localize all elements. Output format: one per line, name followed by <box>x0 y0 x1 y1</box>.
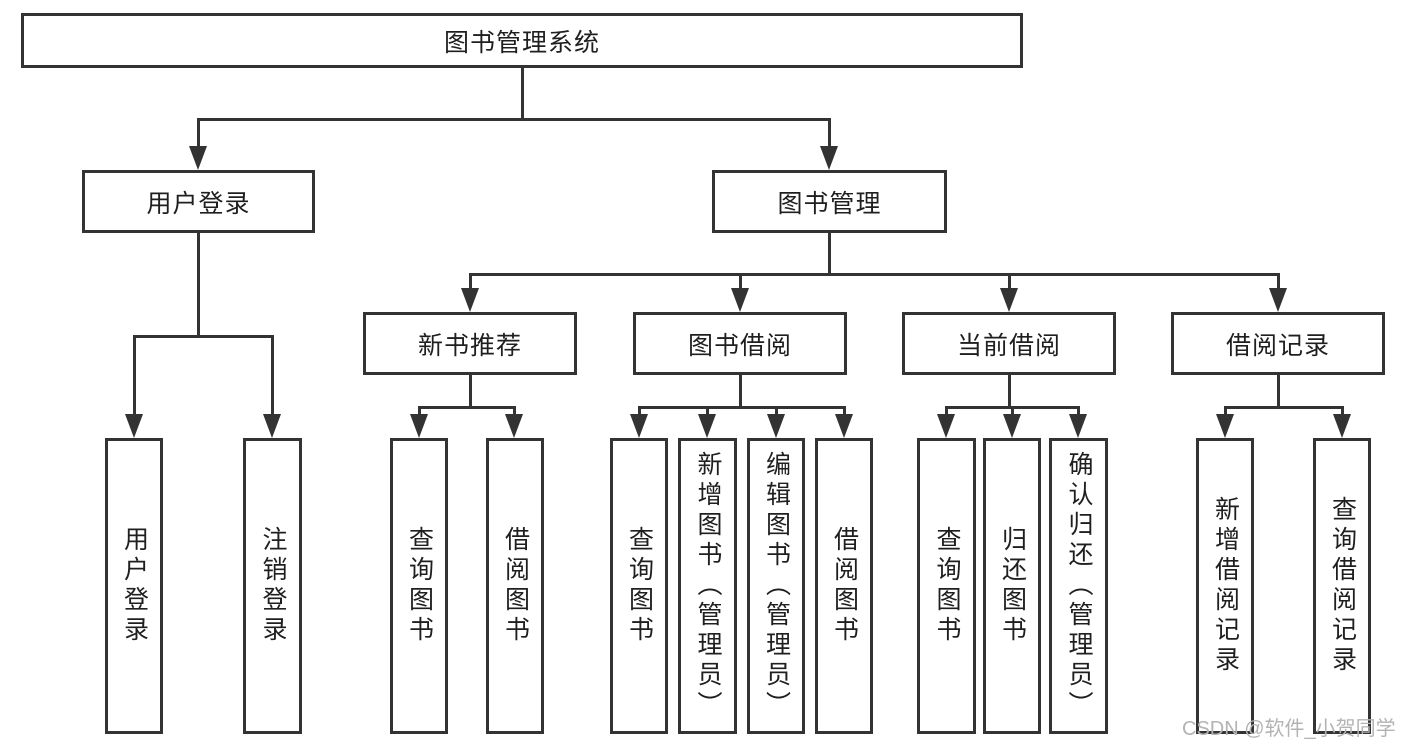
connector-g3-bar <box>638 406 846 409</box>
leaf-edit-books-admin-label: 编辑图书（管理员） <box>762 451 791 721</box>
arrow-g3-leaf2 <box>698 414 716 438</box>
node-library-system: 图书管理系统 <box>21 13 1023 68</box>
connector-book-mgmt-drop <box>828 118 831 150</box>
leaf-borrow-books-label: 借阅图书 <box>830 526 859 646</box>
node-book-management-label: 图书管理 <box>777 189 882 218</box>
connector-g3-leaf1-drop <box>638 406 641 418</box>
connector-g3-leaf2-drop <box>706 406 709 418</box>
connector-g3-leaf4-drop <box>843 406 846 418</box>
arrow-g3-leaf1 <box>630 414 648 438</box>
leaf-confirm-return-admin: 确认归还（管理员） <box>1049 438 1108 734</box>
connector-leaf-login-drop <box>133 335 136 415</box>
leaf-user-login-label: 用户登录 <box>120 526 149 646</box>
connector-g2-leaf1-drop <box>418 406 421 418</box>
arrow-to-new-book <box>461 288 479 312</box>
leaf-recommend-query-books: 查询图书 <box>390 438 448 734</box>
node-user-login: 用户登录 <box>82 170 315 233</box>
connector-borrow-drop <box>739 273 742 292</box>
arrow-to-user-login <box>189 146 207 170</box>
leaf-edit-books-admin: 编辑图书（管理员） <box>747 438 805 734</box>
connector-g5-drop <box>1277 375 1280 406</box>
leaf-add-books-admin: 新增图书（管理员） <box>678 438 737 734</box>
connector-records-drop <box>1277 273 1280 292</box>
leaf-query-borrow-record-label: 查询借阅记录 <box>1328 496 1357 676</box>
connector-g4-drop <box>1008 375 1011 406</box>
connector-g5-leaf1-drop <box>1224 406 1227 418</box>
leaf-user-login: 用户登录 <box>105 438 163 734</box>
csdn-watermark: CSDN @软件_小贺同学 <box>1182 718 1396 740</box>
leaf-return-books-label: 归还图书 <box>998 526 1027 646</box>
arrow-to-borrow <box>731 288 749 312</box>
node-book-borrow: 图书借阅 <box>633 312 847 375</box>
connector-g2-drop <box>469 375 472 406</box>
leaf-confirm-return-admin-label: 确认归还（管理员） <box>1065 451 1093 721</box>
connector-mgmt-group-drop <box>828 233 831 273</box>
connector-g3-leaf3-drop <box>775 406 778 418</box>
leaf-add-borrow-record: 新增借阅记录 <box>1196 438 1254 734</box>
connector-g3-drop <box>739 375 742 406</box>
node-user-login-label: 用户登录 <box>146 189 251 218</box>
arrow-to-current <box>1000 288 1018 312</box>
leaf-borrow-query-books: 查询图书 <box>610 438 668 734</box>
connector-user-group-bar <box>133 335 273 338</box>
node-borrow-records: 借阅记录 <box>1171 312 1385 375</box>
node-library-system-label: 图书管理系统 <box>443 28 600 57</box>
connector-g4-leaf1-drop <box>945 406 948 418</box>
leaf-add-borrow-record-label: 新增借阅记录 <box>1211 496 1240 676</box>
arrow-to-leaf-login <box>125 414 143 438</box>
node-current-borrow: 当前借阅 <box>902 312 1116 375</box>
leaf-recommend-query-books-label: 查询图书 <box>405 526 434 646</box>
node-new-book-recommend-label: 新书推荐 <box>417 331 522 360</box>
arrow-g5-leaf1 <box>1216 414 1234 438</box>
leaf-query-borrow-record: 查询借阅记录 <box>1313 438 1371 734</box>
connector-g5-leaf2-drop <box>1341 406 1344 418</box>
connector-g4-leaf3-drop <box>1077 406 1080 418</box>
arrow-g5-leaf2 <box>1333 414 1351 438</box>
arrow-to-book-mgmt <box>820 146 838 170</box>
arrow-g2-leaf1 <box>410 414 428 438</box>
connector-user-login-drop <box>197 118 200 150</box>
leaf-add-books-admin-label: 新增图书（管理员） <box>694 451 722 721</box>
connector-level2-bar <box>197 118 831 121</box>
node-current-borrow-label: 当前借阅 <box>956 331 1061 360</box>
connector-g5-bar <box>1224 406 1344 409</box>
leaf-current-query-books-label: 查询图书 <box>933 526 961 646</box>
node-borrow-records-label: 借阅记录 <box>1225 331 1330 360</box>
arrow-to-leaf-logout <box>263 414 281 438</box>
leaf-recommend-borrow-books: 借阅图书 <box>486 438 544 734</box>
arrow-to-records <box>1269 288 1287 312</box>
connector-leaf-logout-drop <box>271 335 274 415</box>
connector-user-group-drop <box>197 233 200 335</box>
leaf-logout-label: 注销登录 <box>259 526 287 646</box>
leaf-recommend-borrow-books-label: 借阅图书 <box>501 526 530 646</box>
node-book-management: 图书管理 <box>712 170 947 233</box>
connector-current-drop <box>1008 273 1011 292</box>
connector-g2-bar <box>418 406 516 409</box>
arrow-g2-leaf2 <box>505 414 523 438</box>
arrow-g4-leaf1 <box>937 414 955 438</box>
node-book-borrow-label: 图书借阅 <box>687 331 792 360</box>
leaf-current-query-books: 查询图书 <box>917 438 976 734</box>
arrow-g4-leaf2 <box>1003 414 1021 438</box>
arrow-g4-leaf3 <box>1069 414 1087 438</box>
connector-g4-leaf2-drop <box>1011 406 1014 418</box>
connector-root-drop <box>521 68 524 118</box>
connector-level3-bar <box>469 273 1280 276</box>
leaf-return-books: 归还图书 <box>983 438 1041 734</box>
connector-new-book-drop <box>469 273 472 292</box>
arrow-g3-leaf3 <box>767 414 785 438</box>
leaf-borrow-books: 借阅图书 <box>815 438 873 734</box>
arrow-g3-leaf4 <box>835 414 853 438</box>
leaf-borrow-query-books-label: 查询图书 <box>625 526 654 646</box>
leaf-logout: 注销登录 <box>243 438 302 734</box>
connector-g2-leaf2-drop <box>513 406 516 418</box>
node-new-book-recommend: 新书推荐 <box>363 312 577 375</box>
